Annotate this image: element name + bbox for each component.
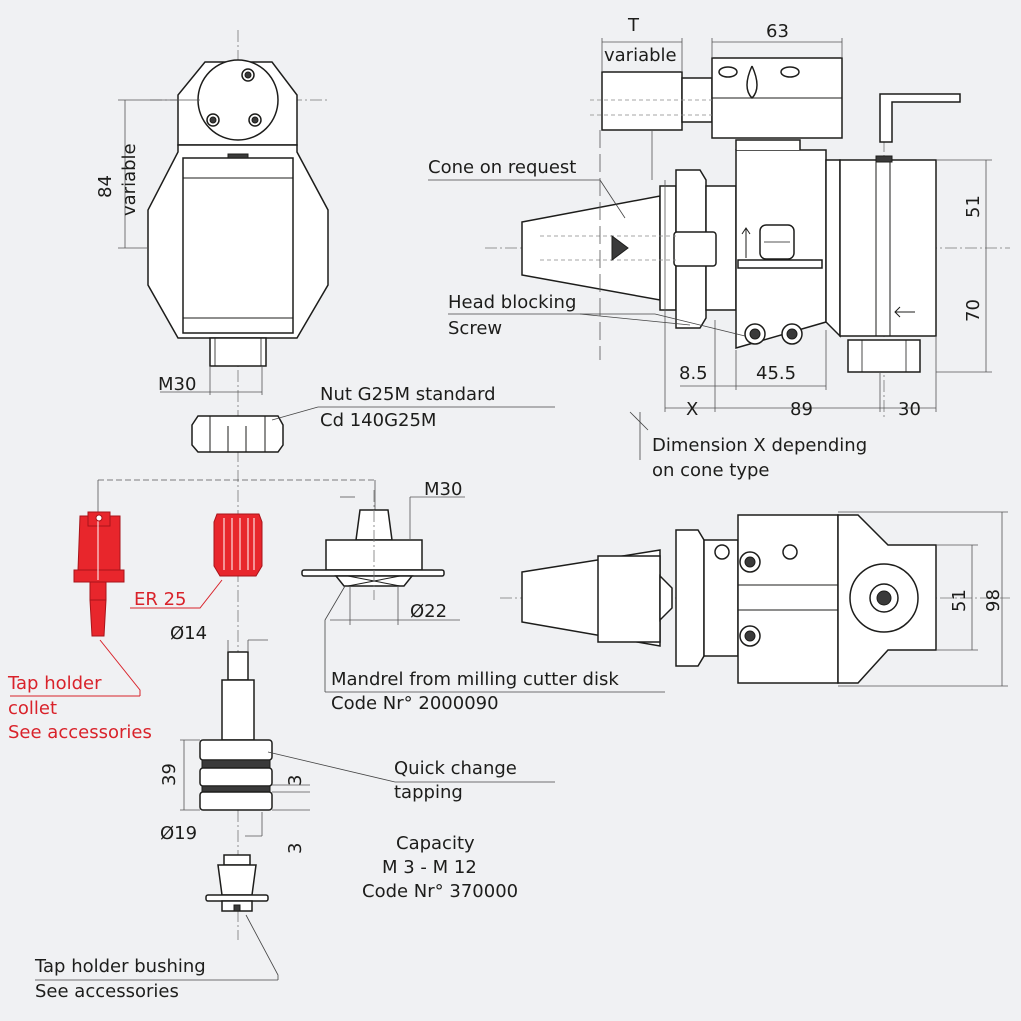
quick-change-label-1: Quick change [394,758,517,779]
d14-label: Ø14 [170,623,208,644]
dim-51-bottom-label: 51 [949,589,970,612]
dim-3a-label: 3 [285,774,306,786]
capacity-label-3: Code Nr° 370000 [362,881,519,902]
front-view-head [118,30,330,940]
dim-39-label: 39 [159,763,180,786]
mandrel-label-1: Mandrel from milling cutter disk [331,669,619,690]
side-view-head [428,38,1010,460]
dim-x-note-1: Dimension X depending [652,435,868,456]
mandrel [301,490,665,693]
dim-51-top-label: 51 [963,195,984,218]
top-view-head [500,511,1010,687]
dim-variable-vertical-label: variable [119,143,140,216]
dim-89-label: 89 [790,399,813,420]
quick-change-label-2: tapping [394,782,463,803]
tap-holder-collet-label-2: collet [8,698,58,719]
capacity-label-2: M 3 - M 12 [382,857,477,878]
head-blocking-label-2: Screw [448,318,503,339]
tap-holder-collet-label-1: Tap holder [8,673,102,694]
nut-label-2: Cd 140G25M [320,410,437,431]
dim-70-label: 70 [963,299,984,322]
cone-on-request-label: Cone on request [428,157,577,178]
er25-collet [130,513,263,609]
bushing-label-2: See accessories [35,981,179,1002]
d19-label: Ø19 [160,823,198,844]
m30-mandrel-label: M30 [424,479,463,500]
nut-g25m [191,406,555,453]
m30-top-label: M30 [158,374,197,395]
dim-84-label: 84 [95,175,116,198]
dim-30-label: 30 [898,399,921,420]
dim-45-5-label: 45.5 [756,363,797,384]
dim-3b-label: 3 [285,842,306,854]
nut-label-1: Nut G25M standard [320,384,496,405]
d22-label: Ø22 [410,601,448,622]
dim-98-label: 98 [983,589,1004,612]
er25-label: ER 25 [134,589,187,610]
dim-x-label: X [686,399,699,420]
capacity-label-1: Capacity [396,833,475,854]
quick-change-tapping [180,639,555,837]
dim-x-note-2: on cone type [652,460,770,481]
tap-holder-collet-label-3: See accessories [8,722,152,743]
dim-t-label: T [628,15,639,36]
head-blocking-label-1: Head blocking [448,292,577,313]
dim-8-5-label: 8.5 [679,363,708,384]
mandrel-label-2: Code Nr° 2000090 [331,693,499,714]
tap-holder-bushing [35,854,279,981]
tap-holder-collet [10,511,141,697]
dim-63-label: 63 [766,21,789,42]
dim-t-variable-label: variable [604,45,677,66]
bushing-label-1: Tap holder bushing [35,956,206,977]
